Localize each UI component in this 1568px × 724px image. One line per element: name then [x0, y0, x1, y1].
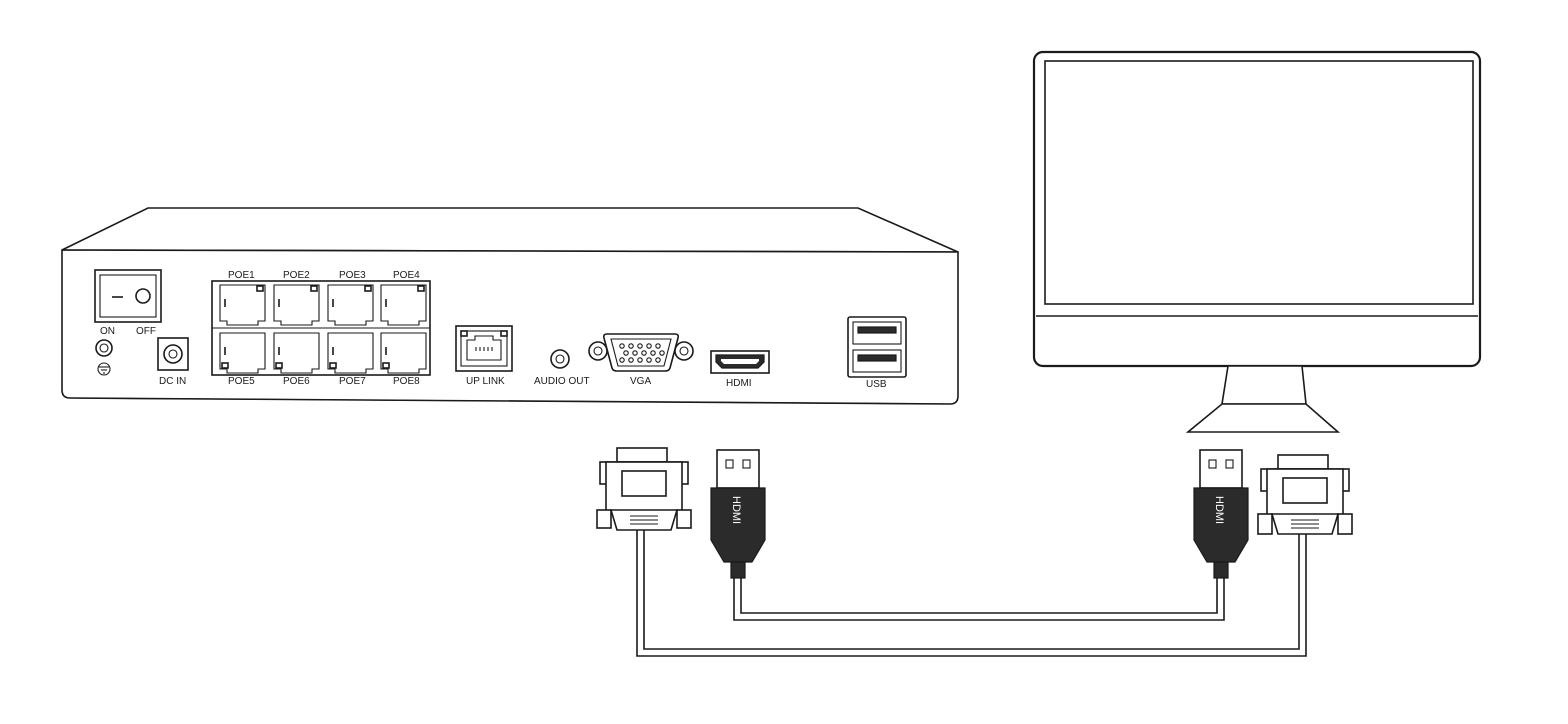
monitor-screen	[1044, 60, 1474, 305]
poe-port-4[interactable]	[380, 284, 427, 326]
monitor-stand-base	[1185, 403, 1341, 433]
uplink-port[interactable]	[455, 325, 513, 372]
vga-pin	[659, 350, 665, 356]
poe-port-2[interactable]	[273, 284, 320, 326]
poe1-label: POE1	[228, 270, 255, 281]
dc-in-label: DC IN	[159, 376, 186, 387]
poe7-label: POE7	[339, 376, 366, 387]
vga-pin	[641, 350, 647, 356]
nvr-top-face	[61, 207, 959, 253]
hdmi-plug-left: HDMI	[710, 449, 766, 579]
vga-port[interactable]	[588, 333, 694, 372]
uplink-label: UP LINK	[466, 376, 505, 387]
vga-plug-right	[1257, 454, 1353, 535]
switch-off-label: OFF	[136, 326, 156, 337]
poe3-label: POE3	[339, 270, 366, 281]
poe2-label: POE2	[283, 270, 310, 281]
vga-pin	[637, 357, 643, 363]
vga-pin	[655, 357, 661, 363]
hdmi-plug-right-label: HDMI	[1213, 496, 1225, 524]
vga-pin	[632, 350, 638, 356]
vga-pin	[646, 357, 652, 363]
switch-on-label: ON	[100, 326, 115, 337]
poe-port-7[interactable]	[327, 332, 374, 374]
vga-pin	[637, 343, 643, 349]
poe-port-block	[211, 280, 431, 376]
poe6-label: POE6	[283, 376, 310, 387]
usb-ports[interactable]	[847, 316, 907, 378]
vga-pin	[623, 350, 629, 356]
poe8-label: POE8	[393, 376, 420, 387]
vga-pin	[619, 357, 625, 363]
vga-label: VGA	[630, 376, 651, 387]
hdmi-plug-left-label: HDMI	[730, 496, 742, 524]
vga-pin	[628, 343, 634, 349]
poe-port-8[interactable]	[380, 332, 427, 374]
vga-pin	[646, 343, 652, 349]
poe-port-1[interactable]	[219, 284, 266, 326]
vga-pin	[650, 350, 656, 356]
vga-pin	[628, 357, 634, 363]
hdmi-port-label: HDMI	[726, 378, 752, 389]
audio-out-port[interactable]	[550, 349, 570, 369]
ground-screw-icon	[95, 339, 113, 376]
vga-plug-left	[596, 447, 692, 531]
monitor-neck	[1221, 365, 1307, 405]
poe-port-6[interactable]	[273, 332, 320, 374]
hdmi-plug-right: HDMI	[1193, 449, 1249, 579]
monitor	[1032, 50, 1482, 433]
dc-in-port[interactable]	[157, 337, 189, 371]
vga-pin	[655, 343, 661, 349]
nvr-device: ON OFF DC IN POE1 POE2 POE3 POE4 POE5	[61, 207, 959, 405]
poe4-label: POE4	[393, 270, 420, 281]
monitor-bezel	[1032, 50, 1482, 368]
power-switch[interactable]	[94, 269, 162, 323]
vga-cable	[636, 530, 1307, 657]
vga-pin	[619, 343, 625, 349]
audio-out-label: AUDIO OUT	[534, 376, 590, 387]
poe-port-5[interactable]	[219, 332, 266, 374]
hdmi-port[interactable]	[710, 350, 770, 374]
poe-port-3[interactable]	[327, 284, 374, 326]
usb-label: USB	[866, 379, 887, 390]
hdmi-cable	[733, 578, 1225, 621]
poe5-label: POE5	[228, 376, 255, 387]
